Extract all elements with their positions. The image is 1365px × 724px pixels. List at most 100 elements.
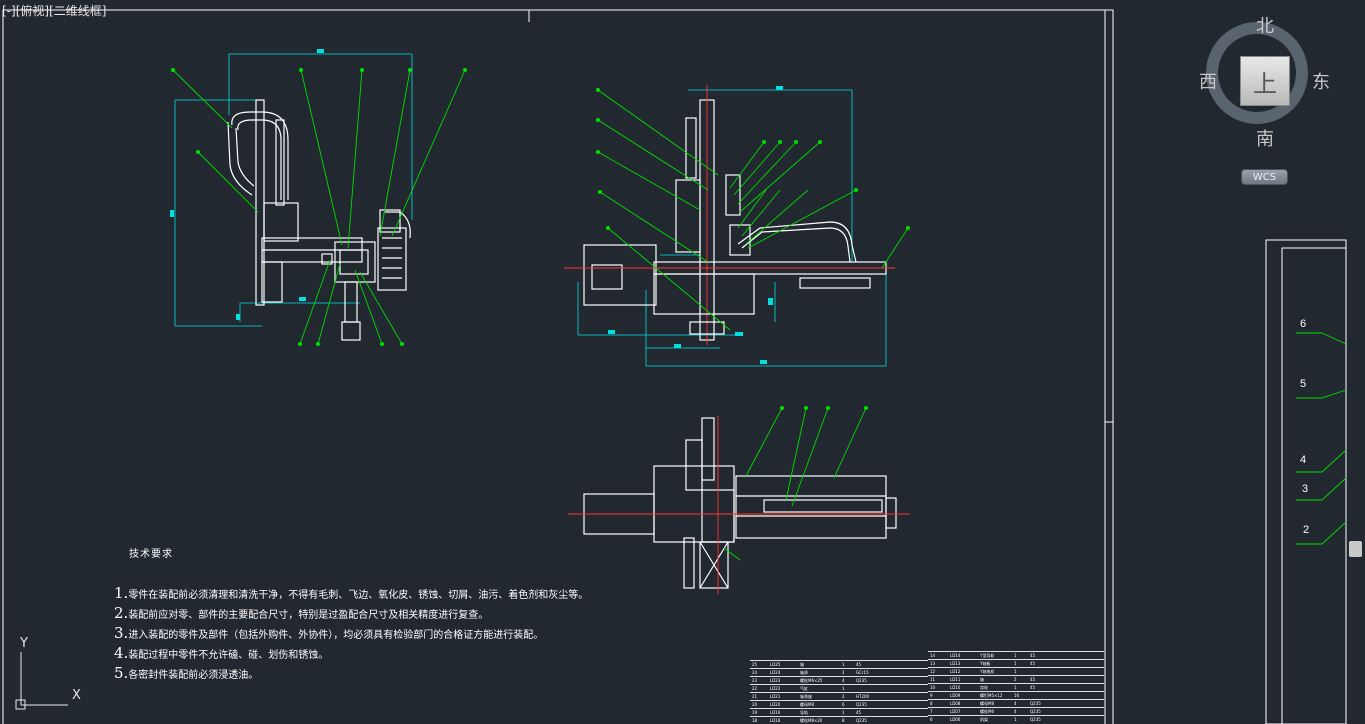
bom-cell: 14 [930, 653, 936, 658]
bom-cell: LD21 [770, 694, 781, 699]
bom-row: 12 LD12 Y轴电机 1 [928, 667, 1104, 676]
part-balloon: 5 [1300, 378, 1307, 390]
bom-cell: LD12 [950, 669, 961, 674]
right-partial-leaders [1296, 332, 1347, 545]
bom-cell: Q235 [1030, 701, 1041, 706]
bom-row: 22 LD22 气缸 1 [750, 684, 928, 693]
bom-cell: HT200 [856, 694, 870, 699]
part-balloon: 6 [1300, 318, 1307, 330]
bom-cell: 25 [752, 662, 758, 667]
bom-cell: 22 [752, 686, 758, 691]
bom-cell: 7 [930, 709, 933, 714]
bom-cell: 45 [1030, 677, 1036, 682]
bom-cell: 4 [1014, 701, 1017, 706]
bom-cell: 气缸 [800, 686, 808, 691]
vertical-scrollbar-thumb[interactable] [1349, 541, 1362, 557]
bom-row: 14 LD14 Y型导轨 1 45 [928, 651, 1104, 660]
bom-cell: 19 [752, 710, 758, 715]
bom-cell: 23 [752, 678, 758, 683]
bom-cell: LD11 [950, 677, 961, 682]
bom-cell: LD08 [950, 701, 961, 706]
drawing-frame [2, 9, 1347, 724]
ucs-x-label: X [72, 688, 81, 703]
compass-south[interactable]: 南 [1256, 129, 1274, 150]
bom-cell: 8 [842, 718, 845, 723]
technical-note: 1.零件在装配前必须清理和清洗干净，不得有毛刺、飞边、氧化皮、锈蚀、切屑、油污、… [114, 584, 589, 602]
bom-cell: 1 [1014, 717, 1017, 722]
bom-cell: Y型导轨 [980, 653, 995, 658]
bom-cell: 21 [752, 694, 758, 699]
ucs-icon [15, 652, 68, 710]
ucs-y-label: Y [20, 636, 28, 651]
wcs-dropdown[interactable]: WCS [1241, 169, 1288, 185]
bom-cell: 6 [930, 717, 933, 722]
viewcube[interactable]: 上 北 南 东 西 [1198, 14, 1332, 154]
bom-cell: 45 [1030, 661, 1036, 666]
bom-row: 21 LD21 轴承座 2 HT200 [750, 692, 928, 701]
bom-cell: 机架 [980, 717, 988, 722]
bom-cell: 12 [930, 669, 936, 674]
bom-cell: 1 [1014, 653, 1017, 658]
bom-cell: LD13 [950, 661, 961, 666]
technical-note: 3.进入装配的零件及部件（包括外购件、外协件），均必须具有检验部门的合格证方能进… [114, 624, 544, 642]
bom-cell: LD09 [950, 693, 961, 698]
bom-cell: 1 [1014, 685, 1017, 690]
bom-cell: 1 [842, 710, 845, 715]
bom-cell: 6 [842, 702, 845, 707]
viewport-controls-label[interactable]: [-][俯视][二维线框] [2, 4, 107, 18]
viewcube-top-face[interactable]: 上 [1240, 56, 1290, 106]
bom-cell: 1 [842, 686, 845, 691]
bom-cell: LD14 [950, 653, 961, 658]
bom-cell: Q235 [856, 718, 867, 723]
bom-cell: 45 [856, 710, 862, 715]
bom-cell: 4 [1014, 709, 1017, 714]
bom-cell: 轴 [800, 662, 804, 667]
front-view [564, 85, 910, 367]
bom-cell: 2 [1014, 677, 1017, 682]
bom-cell: 2 [842, 694, 845, 699]
bom-cell: 13 [930, 661, 936, 666]
bom-cell: 4 [842, 678, 845, 683]
bom-cell: 9 [930, 693, 933, 698]
bom-cell: LD23 [770, 678, 781, 683]
bom-cell: 导轨 [800, 710, 808, 715]
technical-notes-title: 技术要求 [129, 549, 173, 560]
bom-cell: Y轴电机 [980, 669, 995, 674]
bom-cell: LD07 [950, 709, 961, 714]
bom-cell: LD22 [770, 686, 781, 691]
bom-cell: 20 [752, 702, 758, 707]
bom-cell: Q235 [1030, 717, 1041, 722]
bom-cell: 轴承座 [800, 694, 812, 699]
bom-cell: Q235 [856, 702, 867, 707]
bom-cell: 1 [842, 662, 845, 667]
bom-cell: 1 [1014, 661, 1017, 666]
compass-north[interactable]: 北 [1256, 16, 1274, 37]
bom-cell: LD20 [770, 702, 781, 707]
technical-note: 4.装配过程中零件不允许磕、碰、划伤和锈蚀。 [114, 644, 329, 662]
bom-cell: 1 [1014, 669, 1017, 674]
top-view [568, 406, 910, 594]
side-view [170, 49, 467, 346]
bom-cell: GCr15 [856, 670, 869, 675]
bom-cell: 2 [842, 670, 845, 675]
compass-west[interactable]: 西 [1199, 72, 1217, 93]
bom-cell: 11 [930, 677, 936, 682]
bom-cell: 16 [1014, 693, 1020, 698]
bom-cell: 24 [752, 670, 758, 675]
bom-cell: Q235 [856, 678, 867, 683]
bom-cell: Q235 [1030, 709, 1041, 714]
compass-east[interactable]: 东 [1312, 72, 1330, 93]
bom-cell: 18 [752, 718, 758, 723]
bom-cell: 45 [1030, 653, 1036, 658]
bom-cell: 轴承 [800, 670, 808, 675]
